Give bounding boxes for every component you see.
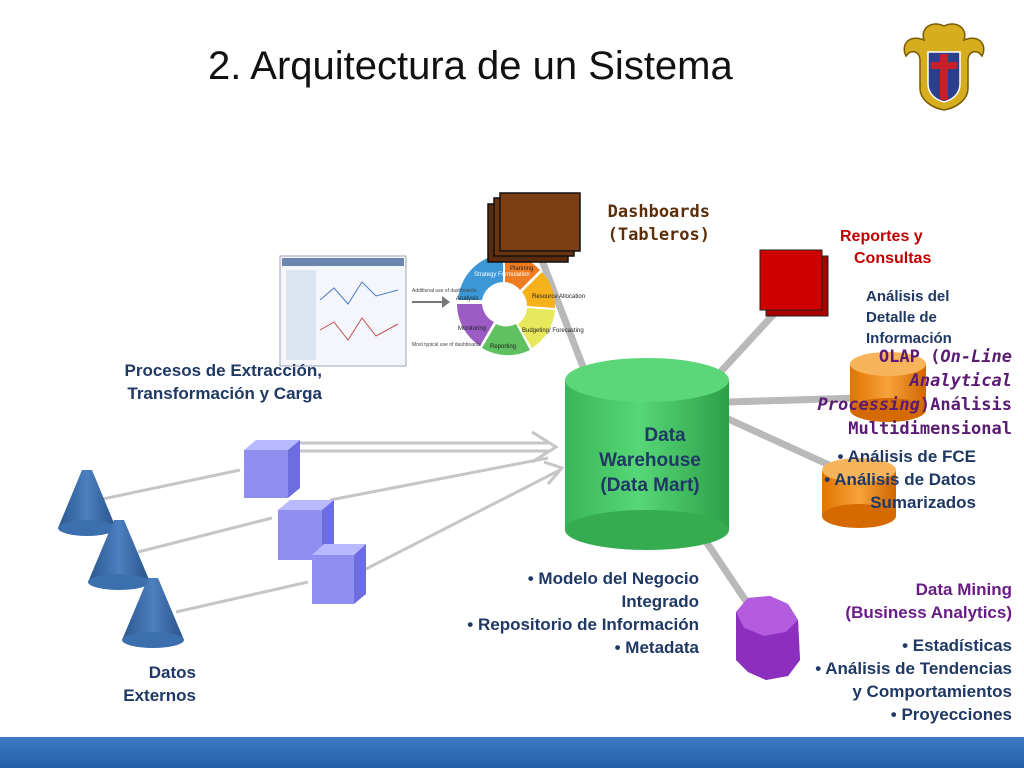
page-title: 2. Arquitectura de un Sistema xyxy=(208,44,733,88)
model-line-1: • Modelo del Negocio xyxy=(527,569,699,588)
cycle-analysis-label: Analysis xyxy=(456,296,478,302)
data-mining-label: Data Mining (Business Analytics) xyxy=(780,578,1012,624)
etl-arrows xyxy=(97,430,565,614)
olap-analisis: )Análisis xyxy=(919,395,1012,415)
external-data-cone-2 xyxy=(88,520,150,590)
footer-bar xyxy=(0,737,1024,768)
model-line-4: • Metadata xyxy=(614,638,699,657)
data-mining-prism-icon xyxy=(736,596,800,680)
mining-item-1: • Estadísticas xyxy=(902,636,1012,655)
fce-label: • Análisis de FCE • Análisis de Datos Su… xyxy=(770,445,976,514)
data-warehouse-cylinder xyxy=(565,358,729,550)
olap-cylinder-icon xyxy=(850,352,926,422)
external-data-cone-1 xyxy=(58,470,116,536)
connector-spokes xyxy=(534,246,862,614)
olap-analytical: Analytical xyxy=(909,371,1012,391)
olap-line-1: OLAP (On-Line xyxy=(792,345,1012,369)
model-line-2: Integrado xyxy=(621,592,699,611)
external-line-1: Datos xyxy=(148,663,196,682)
etl-label: Procesos de Extracción, Transformación y… xyxy=(60,359,322,405)
etl-cube-1 xyxy=(244,440,300,498)
data-mining-items: • Estadísticas • Análisis de Tendencias … xyxy=(760,634,1012,726)
dashboards-line-1: Dashboards xyxy=(607,202,710,222)
cycle-monitoring-label: Monitoring xyxy=(458,326,486,332)
warehouse-line-3: (Data Mart) xyxy=(600,475,700,496)
business-model-label: • Modelo del Negocio Integrado • Reposit… xyxy=(400,567,699,659)
fce-cylinder-icon xyxy=(822,458,896,528)
reports-detail-label: Análisis del Detalle de Información xyxy=(866,286,952,349)
cycle-reporting-label: Reporting xyxy=(490,344,516,350)
warehouse-label: Data Warehouse (Data Mart) xyxy=(570,423,730,498)
external-data-label: Datos Externos xyxy=(96,661,196,707)
olap-online: On-Line xyxy=(940,347,1012,367)
warehouse-line-1: Data xyxy=(644,425,686,446)
external-data-cone-3 xyxy=(122,578,184,648)
warehouse-line-2: Warehouse xyxy=(599,450,701,471)
fce-line-3: Sumarizados xyxy=(870,493,976,512)
mining-item-4: • Proyecciones xyxy=(890,705,1012,724)
reports-detail-line-1: Análisis del xyxy=(866,288,950,305)
fce-line-1: • Análisis de FCE xyxy=(837,447,976,466)
reports-detail-line-3: Información xyxy=(866,330,952,347)
etl-cube-3 xyxy=(312,544,366,604)
cycle-additional-label: Additional use of dashboards xyxy=(412,288,477,294)
mining-line-1: Data Mining xyxy=(915,580,1012,599)
dashboards-box-icon xyxy=(487,192,581,263)
cycle-planning-label: Planning xyxy=(510,266,533,272)
university-logo xyxy=(903,23,985,111)
cycle-resource-label: Resource Allocation xyxy=(532,294,585,300)
fce-line-2: • Análisis de Datos xyxy=(824,470,976,489)
olap-line-2: Analytical xyxy=(792,369,1012,393)
architecture-diagram: Strategy Formulation Planning Resource A… xyxy=(58,192,926,680)
dashboards-line-2: (Tableros) xyxy=(607,225,710,245)
dashboard-cycle-image: Strategy Formulation Planning Resource A… xyxy=(279,254,585,367)
etl-line-2: Transformación y Carga xyxy=(127,384,322,403)
external-line-2: Externos xyxy=(123,686,196,705)
cycle-typical-label: Most typical use of dashboards xyxy=(412,342,481,348)
mining-item-2: • Análisis de Tendencias xyxy=(815,659,1012,678)
cycle-budgeting-label: Budgeting/ Forecasting xyxy=(522,328,584,334)
mining-item-3: y Comportamientos xyxy=(852,682,1012,701)
etl-line-1: Procesos de Extracción, xyxy=(124,361,322,380)
reports-detail-line-2: Detalle de xyxy=(866,309,937,326)
dashboards-label: Dashboards (Tableros) xyxy=(566,201,710,247)
cycle-strategy-label: Strategy Formulation xyxy=(474,272,530,278)
model-line-3: • Repositorio de Información xyxy=(467,615,699,634)
olap-processing: Processing xyxy=(817,395,920,415)
reports-line-2: Consultas xyxy=(854,250,932,267)
reports-label: Reportes y Consultas xyxy=(840,226,931,270)
olap-prefix: OLAP ( xyxy=(878,347,941,367)
olap-line-3: Processing)Análisis xyxy=(792,393,1012,417)
reports-line-1: Reportes y xyxy=(840,228,923,245)
olap-label: OLAP (On-Line Analytical Processing)Anál… xyxy=(792,345,1012,441)
olap-line-4: Multidimensional xyxy=(848,419,1012,439)
mining-line-2: (Business Analytics) xyxy=(845,603,1012,622)
reports-box-icon xyxy=(759,249,829,317)
